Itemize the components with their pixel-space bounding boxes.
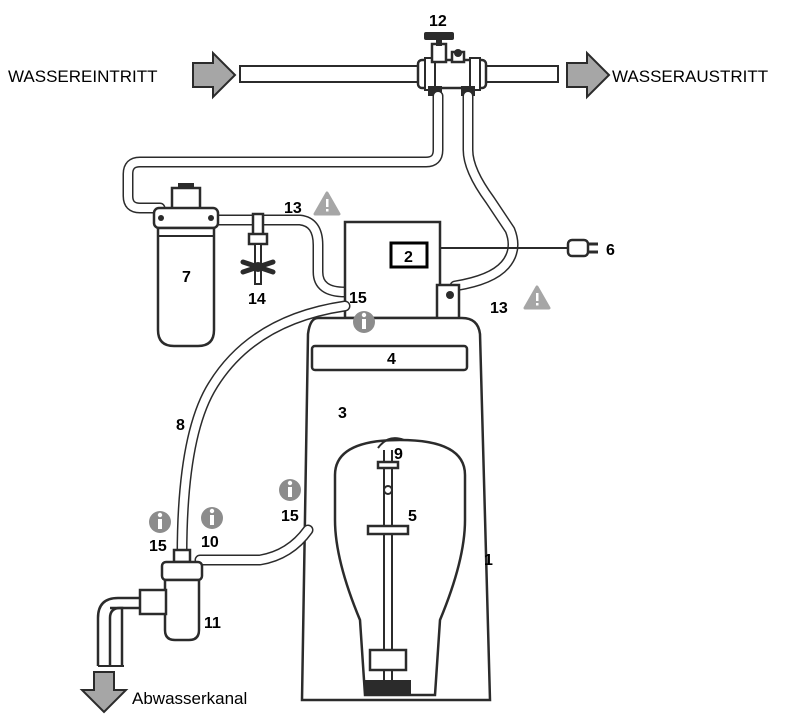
callout-15-top: 15	[349, 290, 367, 307]
info-circle-icon	[149, 511, 171, 533]
info-circle-icon	[201, 507, 223, 529]
drain-siphon	[96, 548, 204, 667]
callout-12: 12	[429, 13, 447, 30]
callout-1: 1	[484, 552, 493, 569]
callout-13-right: 13	[490, 300, 508, 317]
drain-hose-8	[176, 300, 351, 561]
softener-cabinet	[300, 316, 492, 702]
callout-2: 2	[404, 249, 413, 266]
power-cable	[440, 238, 598, 258]
callout-7: 7	[182, 269, 191, 286]
callout-3: 3	[338, 405, 347, 422]
callout-14: 14	[248, 291, 266, 308]
sampling-tap	[240, 212, 276, 285]
filter-to-softener-hose	[212, 214, 351, 298]
bypass-valve	[416, 32, 488, 96]
callout-6: 6	[606, 242, 615, 259]
callout-5: 5	[408, 508, 417, 525]
callout-11: 11	[204, 615, 221, 632]
main-water-pipe	[239, 65, 559, 83]
outlet-arrow-icon	[566, 50, 611, 100]
callout-10: 10	[201, 534, 219, 551]
info-circle-icon	[279, 479, 301, 501]
callout-9: 9	[394, 446, 403, 463]
outlet-hose-from-softener	[449, 90, 519, 292]
callout-13-top: 13	[284, 200, 302, 217]
inlet-arrow-icon	[192, 50, 237, 100]
callout-4: 4	[387, 351, 396, 368]
inlet-hose-to-filter	[122, 90, 444, 214]
brine-valve-assembly	[365, 437, 411, 696]
drain-hose-10	[194, 524, 314, 566]
drain-arrow-icon	[79, 671, 129, 714]
warning-triangle-icon	[523, 285, 551, 310]
water-outlet-label: WASSERAUSTRITT	[612, 67, 768, 86]
callout-15-right: 15	[281, 508, 299, 525]
warning-triangle-icon	[313, 191, 341, 216]
pre-filter	[152, 183, 220, 348]
drain-label: Abwasserkanal	[132, 689, 247, 708]
callout-8: 8	[176, 417, 185, 434]
callout-15-left: 15	[149, 538, 167, 555]
info-circle-icon	[353, 311, 375, 333]
water-inlet-label: WASSEREINTRITT	[8, 67, 158, 86]
